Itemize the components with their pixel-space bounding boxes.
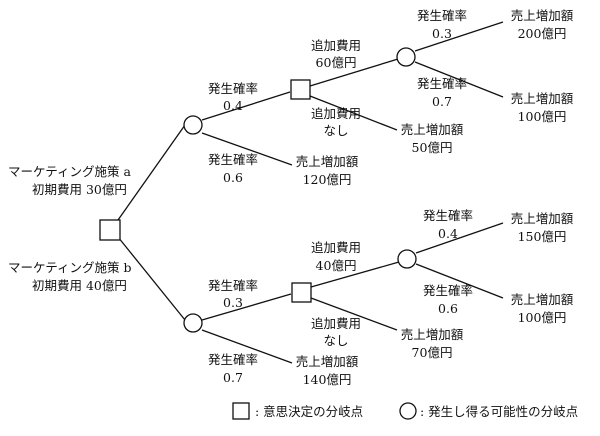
prob-value: 0.7 — [223, 370, 243, 385]
edge-chance-b2-to-outcome-b-150 — [415, 222, 504, 254]
edge-chance-b-to-decision-b — [201, 293, 292, 321]
prob-title: 発生確率 — [208, 152, 258, 167]
prob-label-b-0.6: 発生確率 0.6 — [423, 283, 473, 316]
edge-chance-a-to-outcome-a-120 — [201, 132, 293, 166]
outcome-title: 売上増加額 — [401, 327, 464, 342]
edge-decision-b-to-chance-b2 — [310, 261, 400, 288]
edge-chance-a2-to-outcome-a-200 — [414, 21, 504, 52]
prob-title: 発生確率 — [208, 278, 258, 293]
chance-node-b — [183, 313, 203, 333]
edge-root-to-chance-a — [117, 124, 186, 221]
prob-value: 0.6 — [438, 301, 458, 316]
option-line2: 60億円 — [316, 55, 357, 70]
option-line1: 追加費用 — [311, 106, 361, 121]
strategy-a-cost: 初期費用 30億円 — [32, 182, 127, 197]
prob-value: 0.4 — [223, 98, 243, 113]
tree-nodes — [99, 47, 417, 333]
prob-label-b-0.7: 発生確率 0.7 — [208, 352, 258, 385]
outcome-title: 売上増加額 — [511, 91, 574, 106]
prob-title: 発生確率 — [417, 8, 467, 23]
prob-label-b-0.4: 発生確率 0.4 — [423, 208, 473, 241]
edge-root-to-chance-b — [117, 236, 186, 321]
outcome-title: 売上増加額 — [401, 122, 464, 137]
outcome-a-120: 売上増加額 120億円 — [296, 154, 359, 187]
prob-title: 発生確率 — [423, 283, 473, 298]
prob-label-a-0.3: 発生確率 0.3 — [417, 8, 467, 41]
outcome-title: 売上増加額 — [296, 154, 359, 169]
option-line2: なし — [323, 123, 348, 138]
outcome-a-100: 売上増加額 100億円 — [511, 91, 574, 124]
prob-title: 発生確率 — [423, 208, 473, 223]
strategy-b-cost: 初期費用 40億円 — [32, 278, 127, 293]
prob-value: 0.4 — [438, 226, 458, 241]
outcome-b-150: 売上増加額 150億円 — [511, 211, 574, 244]
prob-label-a-0.7: 発生確率 0.7 — [417, 76, 467, 109]
outcome-amount: 100億円 — [518, 109, 567, 124]
option-line1: 追加費用 — [311, 240, 361, 255]
strategy-b-label: マーケティング施策 b 初期費用 40億円 — [8, 260, 131, 293]
tree-edges — [117, 21, 504, 364]
edge-chance-a-to-decision-a — [201, 91, 291, 121]
outcome-amount: 70億円 — [412, 345, 453, 360]
option-line1: 追加費用 — [311, 316, 361, 331]
prob-title: 発生確率 — [208, 352, 258, 367]
outcome-amount: 100億円 — [518, 310, 567, 325]
option-line2: なし — [323, 333, 348, 348]
outcome-title: 売上増加額 — [511, 211, 574, 226]
strategy-a-label: マーケティング施策 a 初期費用 30億円 — [8, 164, 131, 197]
strategy-b-name: マーケティング施策 b — [8, 260, 131, 275]
edge-decision-a-to-outcome-a-50 — [309, 95, 398, 131]
outcome-a-200: 売上増加額 200億円 — [511, 8, 574, 41]
option-label-b-40: 追加費用 40億円 — [311, 240, 361, 273]
chance-node-a — [183, 115, 203, 135]
strategy-a-name: マーケティング施策 a — [8, 164, 131, 179]
prob-title: 発生確率 — [417, 76, 467, 91]
legend: : 意思決定の分岐点 : 発生し得る可能性の分岐点 — [232, 402, 578, 420]
outcome-a-50: 売上増加額 50億円 — [401, 122, 464, 155]
outcome-b-100: 売上増加額 100億円 — [511, 292, 574, 325]
chance-node-b2 — [397, 249, 417, 269]
prob-value: 0.3 — [223, 295, 243, 310]
edge-chance-b2-to-outcome-b-100 — [415, 263, 504, 299]
prob-label-b-0.3: 発生確率 0.3 — [208, 278, 258, 310]
prob-title: 発生確率 — [208, 81, 258, 96]
prob-label-a-0.4: 発生確率 0.4 — [208, 81, 258, 113]
legend-decision-label: : 意思決定の分岐点 — [255, 404, 363, 419]
outcome-b-140: 売上増加額 140億円 — [296, 354, 359, 387]
edge-decision-a-to-chance-a2 — [309, 58, 399, 87]
outcome-amount: 200億円 — [518, 26, 567, 41]
prob-label-a-0.6: 発生確率 0.6 — [208, 152, 258, 185]
decision-node-a — [290, 79, 311, 100]
outcome-amount: 150億円 — [518, 229, 567, 244]
edge-decision-b-to-outcome-b-70 — [310, 297, 398, 331]
outcome-b-70: 売上増加額 70億円 — [401, 327, 464, 360]
chance-node-a2 — [396, 47, 416, 67]
option-line1: 追加費用 — [311, 38, 361, 53]
option-label-a-60: 追加費用 60億円 — [311, 38, 361, 70]
legend-decision-square-icon — [232, 402, 250, 420]
prob-value: 0.7 — [432, 94, 452, 109]
prob-value: 0.3 — [432, 26, 452, 41]
root-decision-node — [99, 219, 121, 241]
decision-node-b — [291, 282, 312, 303]
outcome-amount: 50億円 — [412, 140, 453, 155]
edge-chance-b-to-outcome-b-140 — [201, 329, 293, 364]
outcome-title: 売上増加額 — [511, 8, 574, 23]
outcome-title: 売上増加額 — [296, 354, 359, 369]
option-label-b-none: 追加費用 なし — [311, 316, 361, 348]
outcome-amount: 120億円 — [303, 172, 352, 187]
legend-chance-circle-icon — [399, 402, 417, 420]
outcome-amount: 140億円 — [303, 372, 352, 387]
outcome-title: 売上増加額 — [511, 292, 574, 307]
option-line2: 40億円 — [316, 258, 357, 273]
legend-chance-label: : 発生し得る可能性の分岐点 — [420, 404, 578, 419]
prob-value: 0.6 — [223, 170, 243, 185]
edge-chance-a2-to-outcome-a-100 — [414, 61, 504, 98]
option-label-a-none: 追加費用 なし — [311, 106, 361, 138]
